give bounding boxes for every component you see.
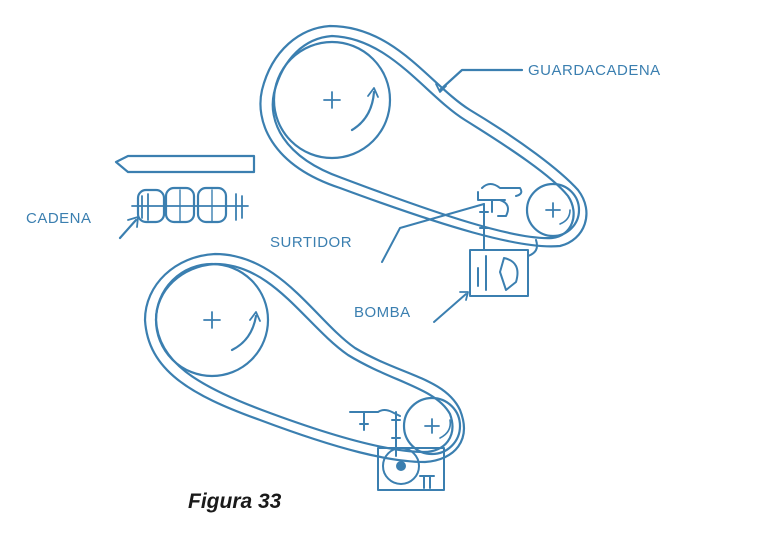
bottom-pump-wheel	[382, 447, 420, 485]
top-large-sprocket-arrow	[350, 90, 376, 132]
bottom-large-sprocket	[154, 262, 270, 378]
top-chain-guard	[259, 24, 588, 248]
bottom-oiler-pump	[349, 409, 445, 491]
bottom-guard-inner	[154, 262, 454, 454]
surtidor-label: SURTIDOR	[270, 234, 353, 251]
surtidor-pipe	[477, 183, 523, 201]
figure-caption: Figura 33	[188, 490, 282, 513]
cadena-label: CADENA	[26, 210, 92, 227]
bomba-label: BOMBA	[354, 304, 411, 321]
bottom-oiler	[349, 409, 401, 431]
surtidor-feed-line	[479, 203, 489, 251]
top-large-sprocket-center	[323, 91, 341, 109]
top-guard-outer	[259, 24, 588, 248]
bottom-small-sprocket-center	[424, 418, 440, 434]
bomba-body	[469, 249, 529, 297]
chain-cover-strip	[114, 154, 256, 174]
top-small-sprocket-center	[545, 202, 561, 218]
bottom-large-sprocket-center	[203, 311, 221, 329]
bottom-guard-outer	[143, 252, 465, 464]
guardacadena-label: GUARDACADENA	[528, 62, 661, 79]
bomba-pointer	[433, 293, 467, 323]
top-small-sprocket	[525, 182, 581, 238]
top-oiler-pump	[381, 183, 538, 323]
surtidor-pointer	[381, 203, 485, 263]
chain-sample	[114, 154, 256, 240]
cadena-pointer	[118, 218, 138, 240]
bottom-chain-guard	[143, 252, 465, 464]
bottom-small-sprocket	[402, 396, 462, 456]
bottom-pump-housing	[377, 447, 445, 491]
guardacadena-pointer	[438, 68, 524, 92]
top-large-sprocket	[272, 40, 392, 160]
